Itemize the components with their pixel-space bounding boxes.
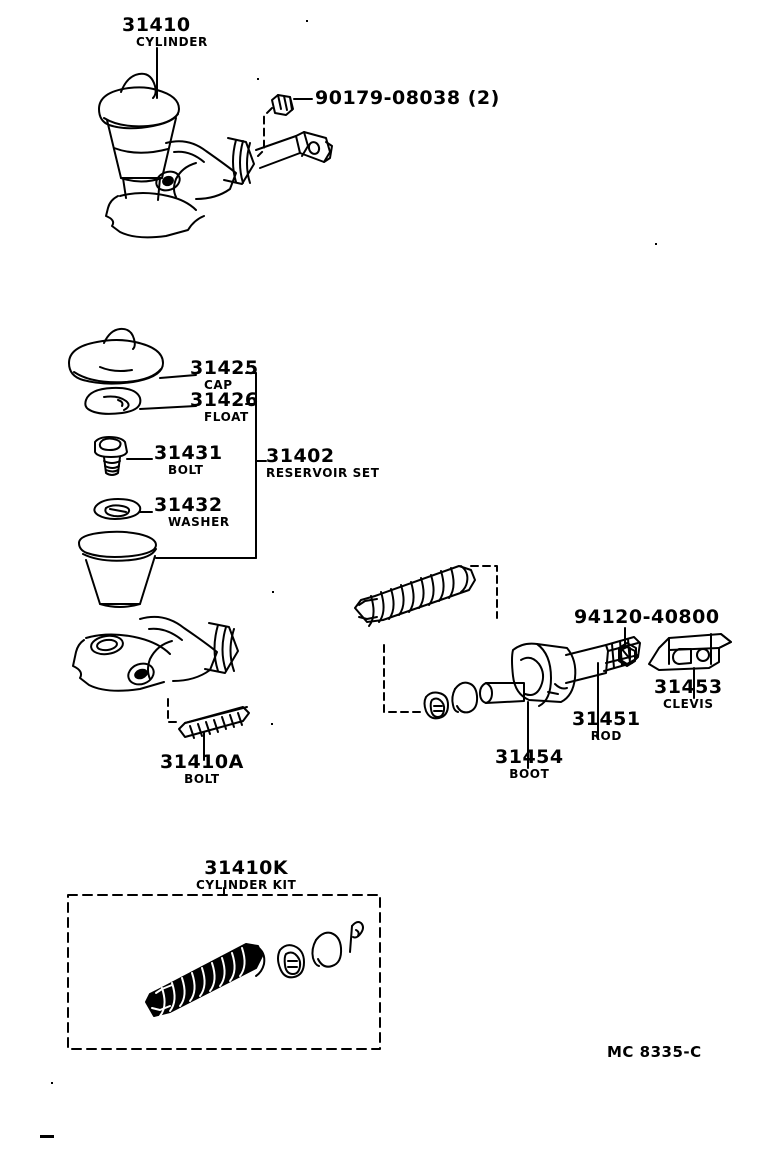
label-float-name: FLOAT: [204, 410, 249, 424]
scan-speck: [272, 591, 274, 593]
label-cylinder: 31410 CYLINDER: [122, 14, 208, 49]
label-union-bolt: 90179-08038 (2): [315, 89, 500, 108]
label-bolt-31431: 31431 BOLT: [154, 442, 223, 477]
label-clevis: 31453 CLEVIS: [654, 676, 723, 711]
label-bolt-31410a-number: 31410A: [160, 751, 244, 773]
scan-speck: [257, 78, 259, 80]
label-cylinder-kit-name: CYLINDER KIT: [196, 878, 297, 892]
label-washer-number: 31432: [154, 494, 223, 516]
label-cap-name: CAP: [204, 378, 233, 392]
scan-speck: [306, 20, 308, 22]
label-reservoir-set-name: RESERVOIR SET: [266, 466, 380, 480]
cylinder-kit-group: [67, 887, 381, 1050]
label-bolt-31410a-name: BOLT: [184, 772, 220, 786]
label-cylinder-kit: 31410K CYLINDER KIT: [196, 857, 297, 892]
scan-speck: [271, 723, 273, 725]
label-boot-name: BOOT: [509, 767, 550, 781]
label-boot: 31454 BOOT: [495, 746, 564, 781]
label-rod-name: ROD: [590, 729, 622, 743]
label-bolt-31431-number: 31431: [154, 442, 223, 464]
label-union-bolt-number: 90179-08038 (2): [315, 87, 500, 109]
lower-cylinder-body: [72, 615, 250, 761]
label-float-number: 31426: [190, 389, 259, 411]
label-cap-number: 31425: [190, 357, 259, 379]
label-clevis-number: 31453: [654, 676, 723, 698]
label-nut-number: 94120-40800: [574, 606, 720, 628]
scan-speck: [655, 243, 657, 245]
label-cylinder-name: CYLINDER: [136, 35, 208, 49]
label-reservoir-set-number: 31402: [266, 445, 335, 467]
top-cylinder-assembly: [98, 47, 333, 239]
label-rod: 31451 ROD: [572, 708, 641, 743]
sheet-footer-code: MC 8335-C: [607, 1043, 702, 1061]
label-nut: 94120-40800: [574, 608, 720, 627]
hex-nut-icon: [618, 646, 636, 667]
label-boot-number: 31454: [495, 746, 564, 768]
scan-speck: [51, 1082, 53, 1084]
scan-speck: [40, 1135, 54, 1138]
label-clevis-name: CLEVIS: [662, 697, 714, 711]
label-bolt-31431-name: BOLT: [168, 463, 204, 477]
label-rod-number: 31451: [572, 708, 641, 730]
label-washer: 31432 WASHER: [154, 494, 230, 529]
label-cap: 31425 CAP: [190, 357, 259, 392]
rod-boot-clevis-group: [354, 565, 732, 769]
label-cylinder-number: 31410: [122, 14, 191, 36]
label-cylinder-kit-number: 31410K: [204, 857, 289, 879]
label-bolt-31410a: 31410A BOLT: [160, 751, 244, 786]
reservoir-exploded-group: [68, 327, 267, 608]
label-reservoir-set: 31402 RESERVOIR SET: [266, 445, 380, 480]
label-float: 31426 FLOAT: [190, 389, 259, 424]
label-washer-name: WASHER: [168, 515, 230, 529]
